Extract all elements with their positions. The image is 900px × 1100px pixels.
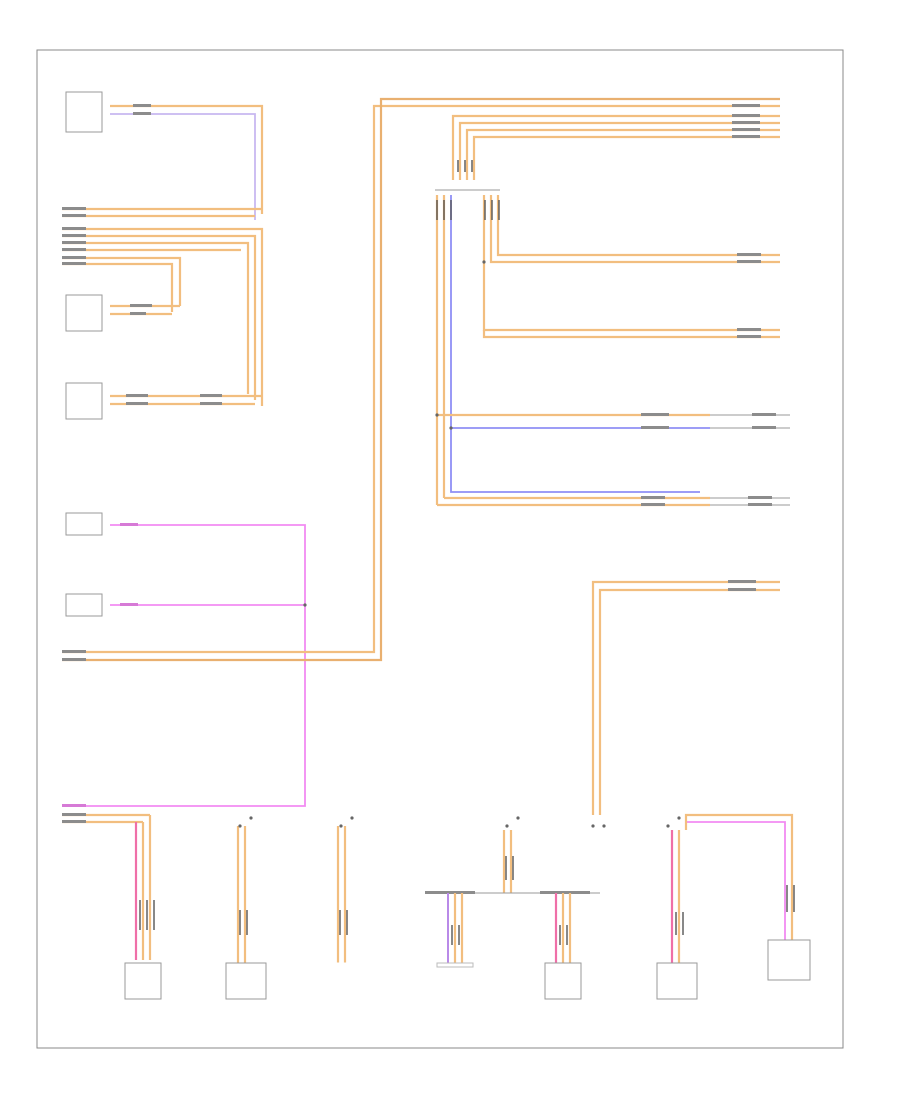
- wire-c4-pink: [62, 524, 306, 807]
- component-box-c2: [65, 294, 103, 332]
- component-b1: [124, 815, 162, 1000]
- component-b2: [225, 816, 267, 1000]
- wire-tags-c1: [133, 104, 151, 115]
- center-splice: [425, 816, 600, 963]
- component-box-c3: [65, 382, 103, 420]
- component-box-c1: [65, 91, 103, 133]
- wire-bus-long-1: [62, 104, 780, 654]
- component-box-b2: [225, 962, 267, 1000]
- component-box-b4: [436, 962, 474, 968]
- diagram-frame: [36, 49, 844, 1049]
- lower-right-bus: [591, 580, 780, 828]
- component-box-b1: [124, 962, 162, 1000]
- component-b3: [323, 816, 365, 1000]
- wire-bus-long-2: [62, 97, 780, 662]
- range-control-right-wires: [435, 413, 790, 430]
- bottom-left-stubs: [62, 804, 150, 824]
- wire-c1-b: [110, 113, 256, 220]
- component-box-b6: [656, 962, 698, 1000]
- component-box-c4: [65, 512, 103, 536]
- wire-tags-c3: [126, 394, 222, 405]
- component-box-b5: [544, 962, 582, 1000]
- range-control-left-wires: [437, 496, 790, 507]
- top-right-bus: [435, 104, 780, 191]
- component-b6-b7: [656, 813, 811, 1000]
- component-box-c5: [65, 593, 103, 617]
- wire-tag-c4: [120, 523, 138, 526]
- component-box-b3: [323, 962, 365, 1000]
- wire-c1-a: [110, 104, 264, 214]
- wire-tag-c5: [120, 603, 138, 606]
- component-box-b7: [767, 939, 811, 981]
- headlamp-bus: [435, 195, 780, 505]
- left-edge-stubs-top: [62, 207, 264, 406]
